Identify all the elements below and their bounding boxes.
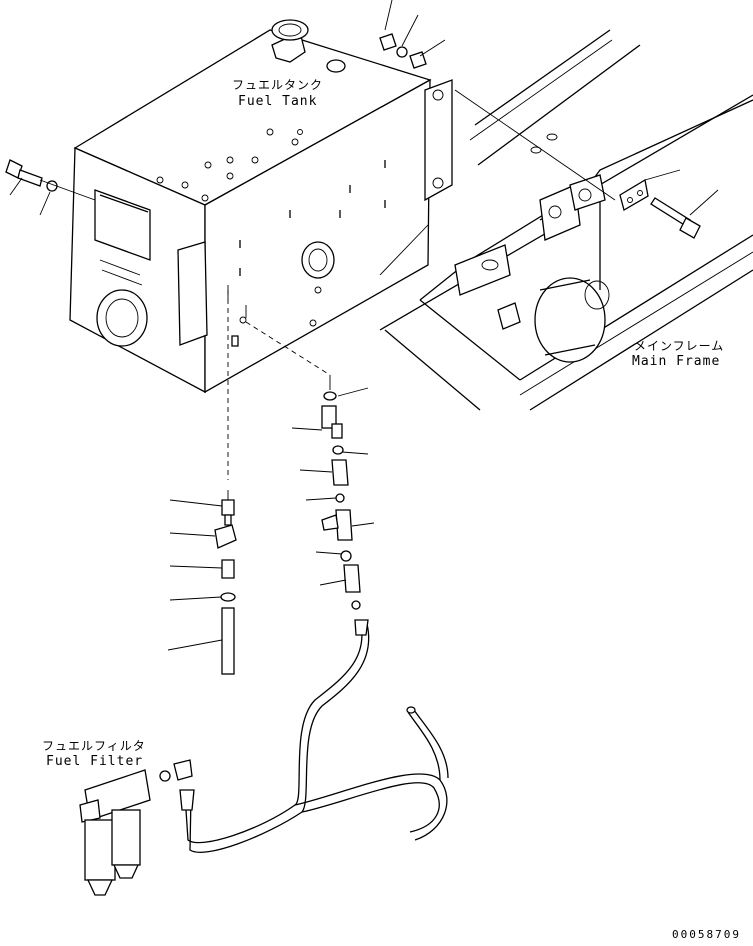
mount-plate: [619, 178, 649, 211]
level-gauge: [301, 241, 335, 279]
tank-bolt-left: [5, 159, 96, 201]
main-frame-label-jp: メインフレーム: [634, 339, 725, 353]
main-frame: [379, 29, 753, 411]
tank-side-flange: [177, 241, 208, 346]
fuel-filter-label-en: Fuel Filter: [46, 754, 144, 769]
main-frame-label-en: Main Frame: [632, 354, 721, 369]
fuel-tank: [69, 19, 453, 394]
fuel-hose: [179, 619, 449, 853]
fuel-filter: [79, 759, 193, 896]
drawing-code: 00058709: [672, 928, 741, 941]
tank-mount-bracket: [424, 79, 453, 202]
callout-leaders: [9, 0, 719, 651]
fuel-tank-label-en: Fuel Tank: [238, 94, 318, 109]
frame-bracket-mid: [539, 184, 581, 241]
tank-mount-nuts: [379, 33, 427, 69]
right-parts-stack: [321, 391, 361, 610]
fuel-tank-label-jp: フュエルタンク: [232, 78, 324, 92]
frame-bracket-left: [454, 244, 511, 296]
left-parts-stack: [214, 499, 237, 675]
fuel-filter-label-jp: フュエルフィルタ: [42, 739, 146, 753]
frame-cylinder: [534, 277, 606, 363]
tank-port: [96, 289, 148, 347]
